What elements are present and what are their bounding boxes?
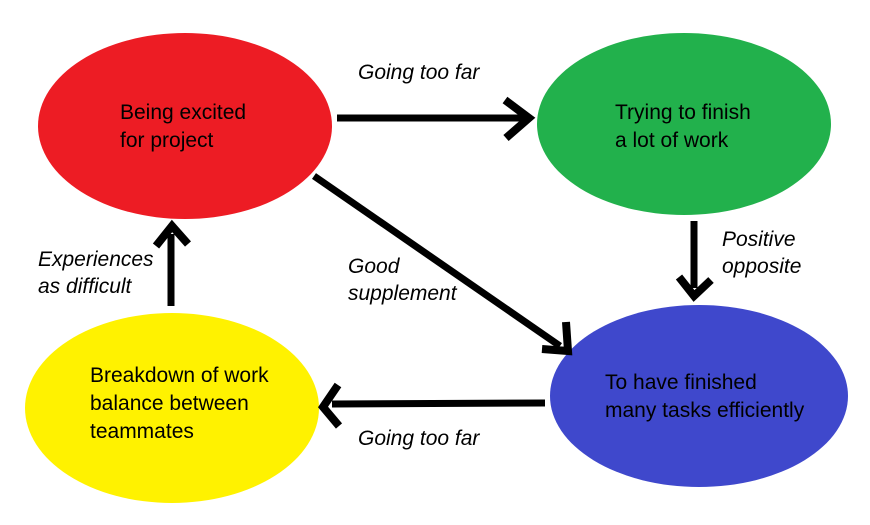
- node-being-excited-label: Being excited for project: [120, 99, 246, 155]
- edge-label-line: as difficult: [38, 275, 132, 298]
- node-finished-many-tasks-label: To have finished many tasks efficiently: [605, 369, 804, 425]
- arrow-trying-to-finished: [675, 221, 714, 302]
- node-finished-many-tasks-ellipse: [550, 305, 848, 487]
- edge-label-good-supplement: Good supplement: [348, 253, 457, 307]
- edge-label-going-too-far-bottom: Going too far: [358, 425, 479, 452]
- edge-label-line: Going too far: [358, 427, 480, 450]
- arrow-finished-to-breakdown: [317, 382, 546, 429]
- node-trying-to-finish-label: Trying to finish a lot of work: [615, 99, 751, 155]
- node-trying-to-finish-ellipse: [537, 33, 831, 215]
- node-being-excited-ellipse: [38, 33, 332, 219]
- arrow-excited-to-trying: [337, 96, 536, 142]
- node-label-line: a lot of work: [615, 129, 729, 152]
- edge-label-line: supplement: [348, 282, 457, 305]
- node-label-line: Breakdown of work: [90, 364, 269, 387]
- edge-label-line: Experiences: [38, 248, 154, 271]
- arrow-breakdown-to-excited: [152, 219, 191, 306]
- node-label-line: To have finished: [605, 371, 757, 394]
- node-label-line: Trying to finish: [615, 101, 751, 124]
- node-label-line: many tasks efficiently: [605, 399, 805, 422]
- node-label-line: Being excited: [120, 101, 247, 124]
- node-label-line: teammates: [90, 420, 194, 443]
- edge-label-line: Going too far: [358, 61, 480, 84]
- edge-label-experiences-as-difficult: Experiences as difficult: [38, 246, 154, 300]
- edge-label-positive-opposite: Positive opposite: [722, 226, 801, 280]
- arrow-excited-to-finished: [312, 173, 573, 356]
- node-label-line: balance between: [90, 392, 249, 415]
- edge-label-going-too-far-top: Going too far: [358, 59, 479, 86]
- edge-label-line: Positive: [722, 228, 796, 251]
- node-breakdown-of-work-label: Breakdown of work balance between teamma…: [90, 362, 269, 446]
- edge-label-line: opposite: [722, 255, 802, 278]
- node-label-line: for project: [120, 129, 214, 152]
- node-breakdown-of-work-ellipse: [25, 313, 319, 503]
- edge-label-line: Good: [348, 255, 400, 278]
